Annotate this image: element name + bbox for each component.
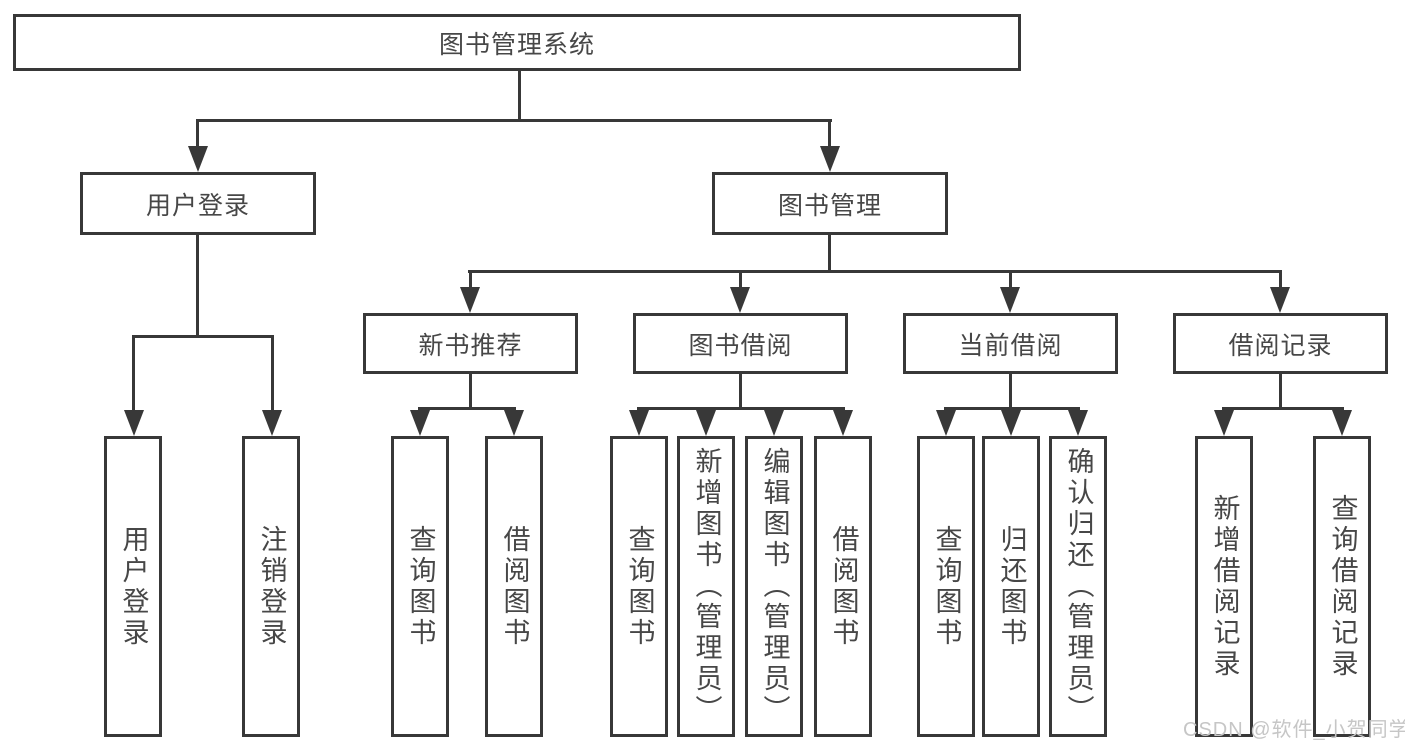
connector-line xyxy=(271,335,274,412)
node-book-borrowing: 图书借阅 xyxy=(633,313,848,374)
arrow-down-icon xyxy=(1332,410,1352,436)
arrow-down-icon xyxy=(1000,287,1020,313)
node-label: 图书借阅 xyxy=(688,331,793,360)
leaf-label: 查询图书 xyxy=(624,524,655,649)
connector-line xyxy=(132,335,273,338)
leaf-label: 注销登录 xyxy=(256,524,287,649)
leaf-label: 查询借阅记录 xyxy=(1327,493,1358,680)
arrow-down-icon xyxy=(1270,287,1290,313)
leaf-label: 编辑图书（管理员） xyxy=(759,447,790,726)
node-label: 图书管理 xyxy=(777,191,882,220)
node-label: 新书推荐 xyxy=(418,331,523,360)
arrow-down-icon xyxy=(820,146,840,172)
node-label: 用户登录 xyxy=(145,191,250,220)
node-borrow-records: 借阅记录 xyxy=(1173,313,1388,374)
node-label: 当前借阅 xyxy=(958,331,1063,360)
leaf-label: 归还图书 xyxy=(996,524,1027,649)
arrow-down-icon xyxy=(1001,410,1021,436)
connector-line xyxy=(468,270,1282,273)
connector-line xyxy=(469,270,472,292)
leaf-label: 用户登录 xyxy=(118,524,149,649)
arrow-down-icon xyxy=(696,410,716,436)
leaf-add-books-admin: 新增图书（管理员） xyxy=(677,436,735,737)
leaf-label: 确认归还（管理员） xyxy=(1063,447,1094,726)
connector-line xyxy=(637,407,845,410)
leaf-query-books-recommend: 查询图书 xyxy=(391,436,449,737)
connector-line xyxy=(1009,374,1012,409)
arrow-down-icon xyxy=(764,410,784,436)
arrow-down-icon xyxy=(936,410,956,436)
node-label: 图书管理系统 xyxy=(438,30,595,59)
connector-line xyxy=(828,235,831,273)
connector-line xyxy=(469,374,472,409)
connector-line xyxy=(739,374,742,409)
arrow-down-icon xyxy=(1068,410,1088,436)
connector-line xyxy=(1279,374,1282,409)
connector-line xyxy=(132,335,135,412)
node-book-management: 图书管理 xyxy=(712,172,948,235)
connector-line xyxy=(944,407,1080,410)
connector-line xyxy=(739,270,742,292)
arrow-down-icon xyxy=(460,287,480,313)
leaf-return-books: 归还图书 xyxy=(982,436,1040,737)
leaf-label: 新增图书（管理员） xyxy=(691,447,722,726)
leaf-query-books-current: 查询图书 xyxy=(917,436,975,737)
arrow-down-icon xyxy=(262,410,282,436)
connector-line xyxy=(518,70,521,120)
node-new-book-recommend: 新书推荐 xyxy=(363,313,578,374)
leaf-user-login: 用户登录 xyxy=(104,436,162,737)
arrow-down-icon xyxy=(730,287,750,313)
leaf-label: 借阅图书 xyxy=(828,524,859,649)
leaf-label: 查询图书 xyxy=(405,524,436,649)
arrow-down-icon xyxy=(410,410,430,436)
arrow-down-icon xyxy=(833,410,853,436)
connector-line xyxy=(1279,270,1282,292)
arrow-down-icon xyxy=(1214,410,1234,436)
node-label: 借阅记录 xyxy=(1228,331,1333,360)
csdn-watermark: CSDN @软件_小贺同学 xyxy=(1183,719,1405,741)
connector-line xyxy=(1222,407,1344,410)
connector-line xyxy=(1009,270,1012,292)
arrow-down-icon xyxy=(504,410,524,436)
node-user-login: 用户登录 xyxy=(80,172,316,235)
connector-line xyxy=(196,235,199,335)
arrow-down-icon xyxy=(124,410,144,436)
connector-line xyxy=(418,407,516,410)
leaf-query-borrow-record: 查询借阅记录 xyxy=(1313,436,1371,737)
arrow-down-icon xyxy=(629,410,649,436)
leaf-borrow-books-borrowing: 借阅图书 xyxy=(814,436,872,737)
leaf-label: 借阅图书 xyxy=(499,524,530,649)
connector-line xyxy=(828,119,831,148)
leaf-query-books-borrowing: 查询图书 xyxy=(610,436,668,737)
leaf-borrow-books-recommend: 借阅图书 xyxy=(485,436,543,737)
node-library-system: 图书管理系统 xyxy=(13,14,1021,71)
leaf-label: 新增借阅记录 xyxy=(1209,493,1240,680)
connector-line xyxy=(196,119,832,122)
arrow-down-icon xyxy=(188,146,208,172)
leaf-label: 查询图书 xyxy=(931,524,962,649)
node-current-borrowing: 当前借阅 xyxy=(903,313,1118,374)
leaf-confirm-return-admin: 确认归还（管理员） xyxy=(1049,436,1107,737)
leaf-edit-books-admin: 编辑图书（管理员） xyxy=(745,436,803,737)
connector-line xyxy=(196,119,199,148)
leaf-logout: 注销登录 xyxy=(242,436,300,737)
leaf-add-borrow-record: 新增借阅记录 xyxy=(1195,436,1253,737)
